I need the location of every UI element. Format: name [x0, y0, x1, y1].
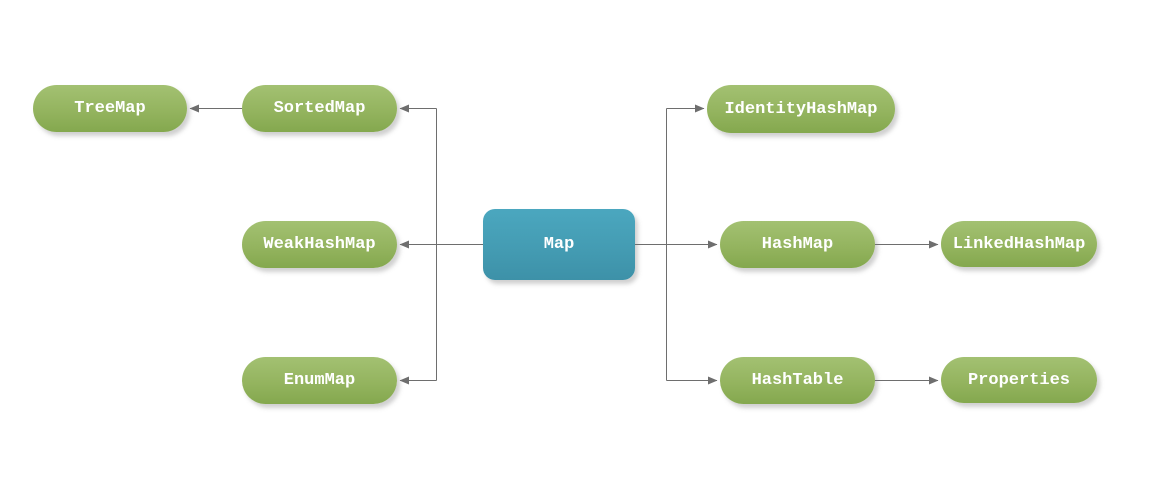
node-sortedmap-label: SortedMap — [273, 99, 366, 118]
node-treemap-label: TreeMap — [74, 99, 146, 118]
node-map-label: Map — [543, 235, 575, 254]
node-enummap-label: EnumMap — [283, 371, 356, 390]
node-hashtable[interactable]: HashTable — [720, 357, 875, 404]
node-weakhashmap-label: WeakHashMap — [263, 235, 376, 254]
node-properties-label: Properties — [967, 370, 1071, 390]
node-linkedhashmap[interactable]: LinkedHashMap — [941, 221, 1097, 267]
node-map-root[interactable]: Map — [483, 209, 635, 280]
node-identityhashmap-label: IdentityHashMap — [724, 99, 878, 119]
node-treemap[interactable]: TreeMap — [33, 85, 187, 132]
node-identityhashmap[interactable]: IdentityHashMap — [707, 85, 895, 133]
node-linkedhashmap-label: LinkedHashMap — [952, 234, 1086, 254]
node-hashmap-label: HashMap — [761, 235, 834, 254]
node-enummap[interactable]: EnumMap — [242, 357, 397, 404]
node-sortedmap[interactable]: SortedMap — [242, 85, 397, 132]
node-hashtable-label: HashTable — [751, 371, 844, 390]
node-hashmap[interactable]: HashMap — [720, 221, 875, 268]
node-properties[interactable]: Properties — [941, 357, 1097, 403]
node-weakhashmap[interactable]: WeakHashMap — [242, 221, 397, 268]
